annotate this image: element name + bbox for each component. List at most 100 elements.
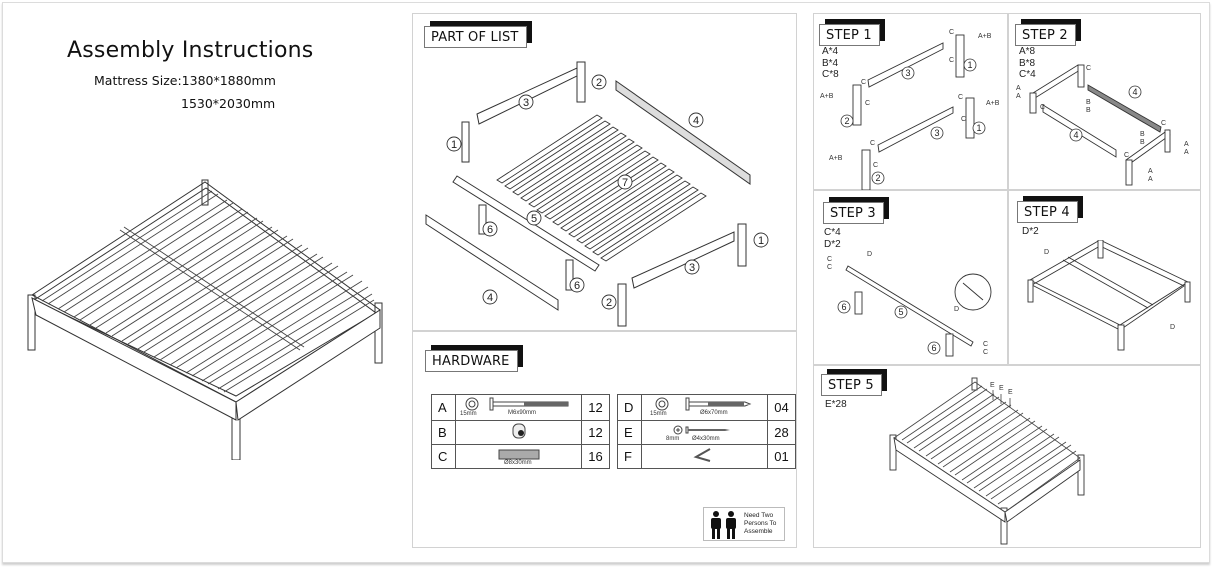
svg-text:C: C [1086, 65, 1091, 72]
two-persons-text: Need Two Persons To Assemble [744, 512, 777, 535]
svg-text:A+B: A+B [986, 100, 1000, 107]
callout-3b: 3 [689, 262, 695, 274]
svg-text:A+B: A+B [978, 33, 992, 40]
svg-text:3: 3 [934, 128, 939, 138]
step-3-header: STEP 3 [823, 197, 889, 224]
svg-text:6: 6 [931, 343, 936, 353]
svg-text:C: C [827, 256, 832, 263]
step-2-header: STEP 2 [1015, 19, 1081, 46]
callout-3: 3 [523, 97, 529, 109]
screw-icon: 15mm Ø6x70mm [641, 394, 768, 421]
step-1-header: STEP 1 [819, 19, 885, 46]
svg-text:A: A [1148, 176, 1153, 183]
parts-list-header: PART OF LIST [424, 21, 532, 48]
svg-text:C: C [873, 162, 878, 169]
callout-6b: 6 [574, 280, 580, 292]
hardware-row-a: A 15mm M6x90mm 12 [431, 394, 610, 421]
svg-text:B: B [1086, 107, 1091, 114]
svg-text:D: D [1044, 249, 1049, 256]
two-persons-badge: Need Two Persons To Assemble [703, 507, 785, 541]
mattress-size-1: 1380*1880mm [181, 73, 276, 88]
svg-text:B: B [1086, 99, 1091, 106]
step-4-illustration: D D [1027, 240, 1191, 351]
svg-text:6: 6 [841, 302, 846, 312]
svg-text:4: 4 [1073, 130, 1078, 140]
svg-text:C: C [1040, 104, 1045, 111]
callout-6: 6 [487, 224, 493, 236]
barrel-nut-icon [455, 420, 582, 445]
step-4-quantities: D*2 [1022, 226, 1039, 237]
svg-text:2: 2 [875, 173, 880, 183]
mattress-size-2: 1530*2030mm [181, 96, 276, 111]
svg-text:C: C [865, 100, 870, 107]
svg-text:D: D [867, 251, 872, 258]
mattress-size-label: Mattress Size: [94, 73, 182, 88]
svg-text:1: 1 [967, 60, 972, 70]
parts-exploded-illustration: 1 2 3 4 7 5 6 4 6 1 3 2 [425, 61, 769, 327]
two-persons-icon [711, 511, 736, 539]
svg-text:D: D [1170, 324, 1175, 331]
svg-text:D: D [954, 306, 959, 313]
svg-text:A: A [1016, 85, 1021, 92]
step-2-illustration: 44 AA C C BB C BB AA C AA [1016, 64, 1189, 186]
svg-text:3: 3 [905, 68, 910, 78]
page-title: Assembly Instructions [67, 38, 314, 63]
svg-text:A: A [1148, 168, 1153, 175]
svg-text:C: C [961, 116, 966, 123]
svg-text:C: C [983, 349, 988, 356]
svg-text:A+B: A+B [829, 155, 843, 162]
callout-2b: 2 [606, 297, 612, 309]
hardware-table-right: D 15mm Ø6x70mm 04 E 8mm Ø4x30mm 28 F 01 [617, 394, 796, 469]
callout-7: 7 [622, 177, 628, 189]
step-4-header: STEP 4 [1017, 196, 1083, 223]
svg-text:A+B: A+B [820, 93, 834, 100]
callout-1b: 1 [758, 235, 764, 247]
svg-text:4: 4 [1132, 87, 1137, 97]
svg-text:C: C [1124, 152, 1129, 159]
hardware-row-e: E 8mm Ø4x30mm 28 [617, 420, 796, 445]
dowel-icon: Ø8x30mm [455, 444, 582, 469]
svg-text:E: E [990, 382, 995, 389]
hardware-row-c: C Ø8x30mm 16 [431, 444, 610, 469]
svg-text:1: 1 [976, 123, 981, 133]
callout-4b: 4 [487, 292, 493, 304]
step-5-illustration: E E E [889, 377, 1085, 545]
svg-text:C: C [1161, 120, 1166, 127]
svg-text:B: B [1140, 131, 1145, 138]
step-1-illustration: 3 1 2 3 1 2 C C A+B C C A+B C C A+B C C A+B [820, 29, 1000, 190]
svg-text:C: C [861, 79, 866, 86]
svg-text:C: C [827, 264, 832, 271]
step-5-quantities: E*28 [825, 399, 847, 410]
svg-text:2: 2 [844, 116, 849, 126]
svg-text:C: C [958, 94, 963, 101]
svg-text:C: C [870, 140, 875, 147]
hardware-row-b: B 12 [431, 420, 610, 445]
svg-text:A: A [1016, 93, 1021, 100]
allen-key-icon [641, 444, 768, 469]
callout-4: 4 [693, 115, 699, 127]
step-5-header: STEP 5 [821, 369, 887, 396]
callout-1: 1 [451, 139, 457, 151]
svg-text:C: C [983, 341, 988, 348]
svg-text:5: 5 [898, 307, 903, 317]
svg-text:A: A [1184, 149, 1189, 156]
svg-text:C: C [949, 29, 954, 36]
hardware-row-d: D 15mm Ø6x70mm 04 [617, 394, 796, 421]
mattress-size: Mattress Size:1380*1880mm [94, 73, 276, 88]
assembled-bed-illustration [27, 179, 383, 460]
svg-text:A: A [1184, 141, 1189, 148]
hardware-table-left: A 15mm M6x90mm 12 B 12 C Ø8x30mm 16 [431, 394, 610, 469]
svg-text:C: C [949, 57, 954, 64]
callout-2: 2 [596, 77, 602, 89]
callout-5: 5 [531, 213, 537, 225]
svg-text:B: B [1140, 139, 1145, 146]
hardware-row-f: F 01 [617, 444, 796, 469]
hardware-header: HARDWARE [425, 345, 523, 372]
bolt-icon: 15mm M6x90mm [455, 394, 582, 421]
svg-text:E: E [999, 385, 1004, 392]
wood-screw-icon: 8mm Ø4x30mm [641, 420, 768, 445]
svg-text:E: E [1008, 389, 1013, 396]
